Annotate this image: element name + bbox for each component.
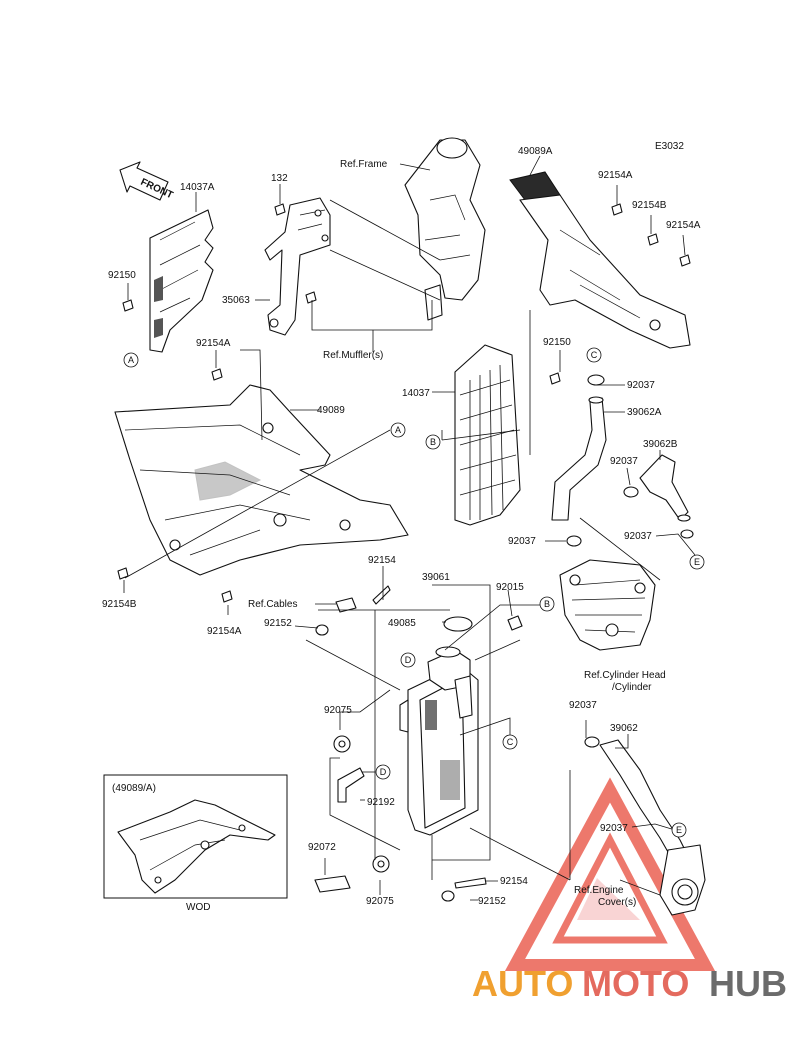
callout-c-2: C: [507, 737, 514, 747]
label-92152-2: 92152: [478, 896, 506, 907]
inset-title: (49089/A): [112, 783, 156, 794]
watermark-hub: HUB: [709, 963, 787, 1004]
small-parts: [117, 203, 691, 902]
label-39061: 39061: [422, 572, 450, 583]
label-92037-6: 92037: [600, 823, 628, 834]
label-92075-1: 92075: [324, 705, 352, 716]
callouts: A A B B C C D D E E: [123, 347, 705, 838]
label-92150-2: 92150: [543, 337, 571, 348]
callout-a-2: A: [395, 425, 401, 435]
label-49089A: 49089A: [518, 146, 553, 157]
callout-e-1: E: [694, 557, 700, 567]
callout-b-1: B: [430, 437, 436, 447]
callout-c-1: C: [591, 350, 598, 360]
radiator-39061: [399, 646, 479, 836]
label-92037-2: 92037: [610, 456, 638, 467]
callout-a-1: A: [128, 355, 134, 365]
label-92037-4: 92037: [624, 531, 652, 542]
label-ref-engine: Ref.Engine: [574, 885, 624, 896]
label-35063: 35063: [222, 295, 250, 306]
label-92154A-3: 92154A: [196, 338, 231, 349]
clamps-92037: [566, 374, 694, 829]
watermark-triangle: [504, 777, 716, 971]
callout-d-1: D: [405, 655, 412, 665]
cylinder-head: [559, 559, 656, 651]
label-92075-2: 92075: [366, 896, 394, 907]
label-14037A: 14037A: [180, 182, 215, 193]
front-arrow-icon: FRONT: [119, 161, 175, 201]
shroud-bracket-49089A: [509, 171, 691, 349]
label-ref-cylinder-head: Ref.Cylinder Head: [584, 670, 666, 681]
watermark-text: AUTO MOTO HUB: [472, 963, 787, 1004]
radiator-cap: [443, 616, 473, 632]
part-labels: 14037A 132 Ref.Frame 49089A 92154A 92154…: [102, 146, 701, 908]
label-92154A-4: 92154A: [207, 626, 242, 637]
hose-39062B: [639, 454, 691, 522]
hose-39062A: [551, 396, 607, 521]
label-ref-engine-covers: Cover(s): [598, 897, 636, 908]
label-92015: 92015: [496, 582, 524, 593]
frame-section: [404, 137, 486, 321]
label-92037-1: 92037: [627, 380, 655, 391]
label-92192: 92192: [367, 797, 395, 808]
label-92154B-2: 92154B: [102, 599, 137, 610]
label-49085: 49085: [388, 618, 416, 629]
label-92152-1: 92152: [264, 618, 292, 629]
bracket-35063: [264, 197, 331, 336]
watermark-moto: MOTO: [582, 963, 689, 1004]
label-39062: 39062: [610, 723, 638, 734]
label-49089: 49089: [317, 405, 345, 416]
louver-left: [149, 209, 214, 353]
watermark-auto: AUTO: [472, 963, 573, 1004]
callout-e-2: E: [676, 825, 682, 835]
inset-box: (49089/A) WOD: [103, 774, 288, 913]
label-ref-cables: Ref.Cables: [248, 599, 297, 610]
label-92154B-1: 92154B: [632, 200, 667, 211]
leader-lines: [123, 155, 696, 901]
engine-cover: [659, 844, 706, 916]
label-92150-1: 92150: [108, 270, 136, 281]
callout-d-2: D: [380, 767, 387, 777]
inset-caption: WOD: [186, 902, 210, 913]
label-92037-5: 92037: [569, 700, 597, 711]
label-ref-frame: Ref.Frame: [340, 159, 388, 170]
label-ref-muffler: Ref.Muffler(s): [323, 350, 383, 361]
label-14037: 14037: [402, 388, 430, 399]
label-92154: 92154: [368, 555, 396, 566]
label-132: 132: [271, 173, 288, 184]
callout-b-2: B: [544, 599, 550, 609]
diagram-code: E3032: [655, 141, 684, 152]
label-92154A-2: 92154A: [666, 220, 701, 231]
label-39062A: 39062A: [627, 407, 662, 418]
label-92037-3: 92037: [508, 536, 536, 547]
label-92154-2: 92154: [500, 876, 528, 887]
louver-right: [454, 344, 521, 526]
label-ref-cylinder: /Cylinder: [612, 682, 652, 693]
label-39062B: 39062B: [643, 439, 678, 450]
label-92072: 92072: [308, 842, 336, 853]
label-92154A-1: 92154A: [598, 170, 633, 181]
